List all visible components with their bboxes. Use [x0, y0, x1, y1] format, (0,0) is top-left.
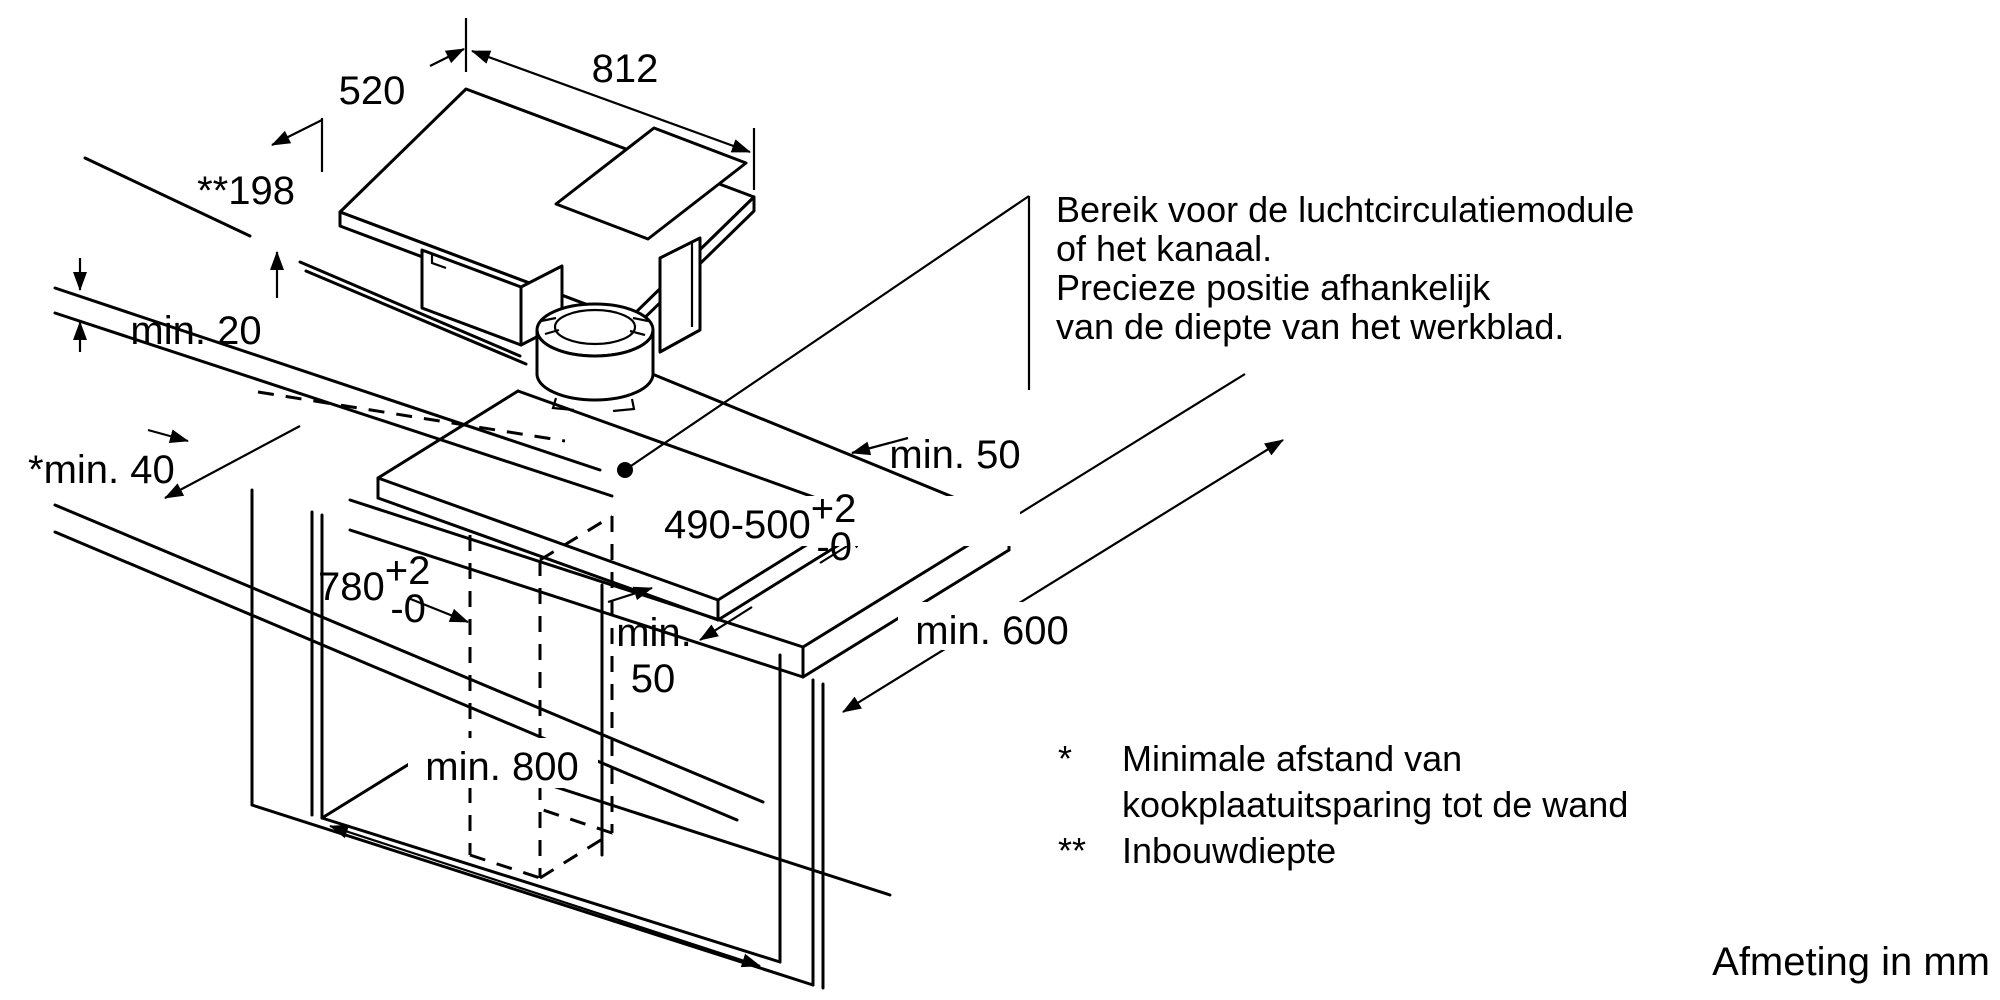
cutout-width-label: 780+2-0: [318, 549, 430, 631]
worktop-cutout: [376, 389, 860, 622]
cabinet-width-dim: min. 800: [329, 738, 761, 968]
vent-grille: [554, 126, 748, 241]
annotation-line: van de diepte van het werkblad.: [1056, 306, 1565, 347]
install-depth-label: **198: [197, 169, 295, 213]
cutout-width-dim: 780+2-0: [318, 549, 469, 631]
footnotes: * Minimale afstand van kookplaatuitspari…: [1058, 736, 1628, 874]
top-depth-dim: 520: [271, 18, 468, 172]
footnote-row: * Minimale afstand van kookplaatuitspari…: [1058, 736, 1628, 828]
footnote-marker: *: [1058, 738, 1073, 779]
cabinet-width-label: min. 800: [425, 745, 578, 789]
front-clearance-label-1: min.: [616, 611, 692, 655]
footnote-marker: **: [1058, 830, 1087, 871]
wall-clearance-dim: *min. 40: [28, 425, 301, 499]
air-duct-dashed: [468, 514, 614, 880]
top-width-label: 812: [592, 47, 659, 91]
install-depth-dim: **198: [83, 156, 528, 366]
duct-stub: [658, 236, 702, 354]
cutout-depth-label: 490-500+2-0: [664, 487, 856, 569]
wall-gap-label: min. 20: [130, 309, 261, 353]
worktop-depth-dim: min. 600: [842, 439, 1284, 713]
back-clearance-dim: min. 50: [851, 433, 1021, 477]
front-clearance-dim: min. 50: [607, 586, 692, 701]
wall-lines: [53, 286, 614, 498]
top-width-dim: 812: [471, 47, 756, 190]
footnote-row: ** Inbouwdiepte: [1058, 828, 1628, 874]
footnote-text: Minimale afstand van: [1122, 738, 1463, 779]
wall-gap-dim: min. 20: [73, 258, 262, 353]
back-clearance-label: min. 50: [889, 433, 1020, 477]
worktop-depth-label: min. 600: [915, 609, 1068, 653]
downdraft-module: [420, 236, 702, 413]
annotation-line: Precieze positie afhankelijk: [1056, 267, 1491, 308]
annotation-line: Bereik voor de luchtcirculatiemodule: [1056, 189, 1635, 230]
blower-unit: [535, 302, 655, 413]
annotation-block: Bereik voor de luchtcirculatiemodule of …: [1056, 190, 1634, 346]
top-depth-label: 520: [339, 69, 406, 113]
annotation-line: of het kanaal.: [1056, 228, 1273, 269]
footnote-text: Inbouwdiepte: [1122, 830, 1337, 871]
front-clearance-label-2: 50: [631, 657, 676, 701]
annotation-leader: [617, 195, 1031, 478]
footnote-text: kookplaatuitsparing tot de wand: [1122, 784, 1629, 825]
hidden-wall-edge: [257, 390, 566, 443]
floor-lines: [53, 503, 765, 822]
wall-clearance-label: *min. 40: [28, 448, 175, 492]
units-note: Afmeting in mm: [1712, 940, 1990, 984]
